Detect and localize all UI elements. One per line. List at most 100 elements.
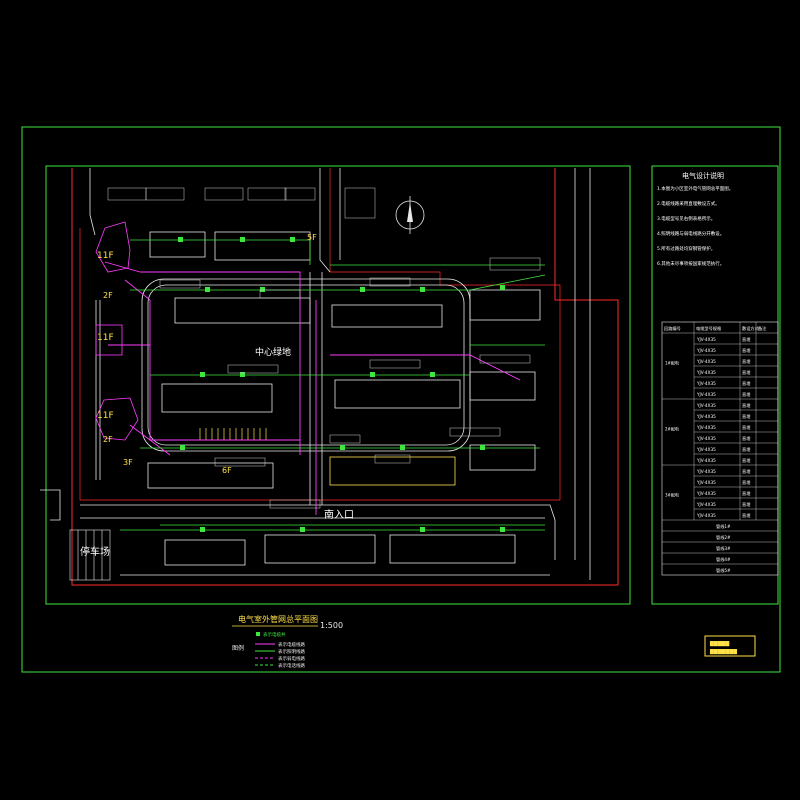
- building-b1: [149, 231, 206, 258]
- table-cell-laying: 直埋: [742, 435, 751, 441]
- table-cell-laying: 直埋: [742, 336, 751, 342]
- legend: 表示电缆井 表示电缆线路 表示照明线路 表示弱电线路 表示电话线路: [255, 631, 305, 669]
- building-b4: [331, 304, 443, 328]
- drawing-title: 电气室外管网总平面图: [238, 614, 318, 624]
- sheet-inner-frame: [45, 165, 631, 605]
- table-cell-cable: YJV-4X35: [696, 447, 716, 452]
- floor-label-11f-c: 11F: [97, 411, 114, 421]
- table-cell-laying: 直埋: [742, 391, 751, 397]
- hatched-pavement: [199, 428, 267, 440]
- parking-label: 停车场: [80, 545, 110, 558]
- table-cell-cable: YJV-4X35: [696, 491, 716, 496]
- drawing-scale: 1:500: [320, 621, 343, 630]
- building-b3: [174, 297, 311, 324]
- note-line-6: 6.其他未尽事项按国家规范执行。: [657, 260, 724, 267]
- building-b9: [147, 462, 274, 489]
- table-header: 备注: [758, 325, 767, 332]
- table-cell-laying: 直埋: [742, 413, 751, 419]
- table-cell-cable: YJV-4X35: [696, 458, 716, 463]
- north-arrow-icon: [395, 196, 425, 234]
- road-network: [40, 168, 591, 580]
- table-cell-laying: 直埋: [742, 369, 751, 375]
- clubhouse-11f-mid: [95, 324, 123, 356]
- table-tail-row: 管线1#: [716, 523, 731, 530]
- legend-label: 图例: [232, 644, 244, 652]
- cable-well-markers: [178, 237, 505, 532]
- table-header: 敷设方式: [742, 325, 760, 332]
- table-cell-cable: YJV-4X35: [696, 513, 716, 518]
- note-line-2: 2.电缆线路采用直埋敷设方式。: [657, 200, 720, 207]
- note-line-4: 4.照明线路与弱电线路分开敷设。: [657, 230, 724, 237]
- building-b8: [469, 371, 536, 401]
- sheet-outer-frame: [21, 126, 781, 673]
- building-b7: [334, 379, 461, 409]
- table-cell-cable: YJV-4X35: [696, 403, 716, 408]
- building-b10: [329, 456, 456, 486]
- table-cell-laying: 直埋: [742, 424, 751, 430]
- table-cell-laying: 直埋: [742, 358, 751, 364]
- table-cell-laying: 直埋: [742, 512, 751, 518]
- building-b6: [161, 383, 273, 413]
- table-tail-row: 管线2#: [716, 534, 731, 541]
- building-b5: [469, 289, 541, 321]
- note-line-1: 1.本图为小区室外电气管网总平面图。: [657, 185, 733, 192]
- note-line-5: 5.所有过路处均穿钢管保护。: [657, 245, 715, 252]
- floor-label-5f: 5F: [307, 233, 317, 242]
- legend-item-2: 表示电缆线路: [278, 641, 305, 648]
- floor-label-2f-b: 2F: [103, 435, 113, 444]
- table-cell-laying: 直埋: [742, 402, 751, 408]
- design-stamp: ▇▇▇▇▇ ▇▇▇▇▇▇▇: [704, 635, 756, 657]
- buildings: [95, 221, 541, 566]
- stamp-line-2: ▇▇▇▇▇▇▇: [709, 649, 737, 655]
- south-gate-label: 南入口: [324, 508, 354, 521]
- power-cable-routes: [104, 261, 521, 515]
- table-cell-laying: 直埋: [742, 446, 751, 452]
- table-cell-laying: 直埋: [742, 479, 751, 485]
- floor-label-2f-a: 2F: [103, 291, 113, 300]
- floor-label-3f: 3F: [123, 458, 133, 467]
- table-cell-cable: YJV-4X35: [696, 502, 716, 507]
- table-header: 电缆型号规格: [696, 325, 722, 332]
- building-b2: [214, 231, 311, 261]
- table-cell-cable: YJV-4X35: [696, 348, 716, 353]
- building-b14: [389, 534, 516, 564]
- table-cell-cable: YJV-4X35: [696, 381, 716, 386]
- table-cell-laying: 直埋: [742, 501, 751, 507]
- table-cell-laying: 直埋: [742, 468, 751, 474]
- table-cell-laying: 直埋: [742, 380, 751, 386]
- table-cell-laying: 直埋: [742, 490, 751, 496]
- table-tail-row: 管线5#: [716, 567, 731, 574]
- table-cell-cable: YJV-4X35: [696, 436, 716, 441]
- note-line-3: 3.电缆型号见右侧表格所示。: [657, 215, 715, 222]
- legend-item-4: 表示弱电线路: [278, 655, 305, 662]
- cable-tags: [107, 187, 541, 509]
- notes-body: 1.本图为小区室外电气管网总平面图。 2.电缆线路采用直埋敷设方式。 3.电缆型…: [657, 185, 733, 267]
- table-cell-cable: YJV-4X35: [696, 469, 716, 474]
- building-b13: [264, 534, 376, 564]
- table-cell-cable: YJV-4X35: [696, 359, 716, 364]
- table-cell-laying: 直埋: [742, 457, 751, 463]
- table-group-label: 3#配电: [665, 492, 679, 498]
- stamp-line-1: ▇▇▇▇▇: [709, 641, 729, 647]
- legend-item-5: 表示电话线路: [278, 662, 305, 669]
- legend-item-3: 表示照明线路: [278, 648, 305, 655]
- table-group-label: 2#配电: [665, 426, 679, 432]
- table-cell-laying: 直埋: [742, 347, 751, 353]
- table-header: 回路编号: [664, 325, 681, 332]
- legend-item-1: 表示电缆井: [263, 631, 286, 638]
- building-b12: [164, 539, 246, 566]
- notes-title: 电气设计说明: [682, 171, 724, 180]
- clubhouse: [95, 221, 131, 273]
- table-cell-cable: YJV-4X35: [696, 414, 716, 419]
- floor-label-6f: 6F: [222, 466, 232, 475]
- table-cell-cable: YJV-4X35: [696, 425, 716, 430]
- building-b11: [469, 444, 536, 471]
- lighting-routes: [120, 239, 546, 531]
- center-green-label: 中心绿地: [255, 346, 291, 358]
- table-cell-cable: YJV-4X35: [696, 392, 716, 397]
- table-cell-cable: YJV-4X35: [696, 480, 716, 485]
- table-tail-row: 管线3#: [716, 545, 731, 552]
- site-boundary: [71, 168, 619, 586]
